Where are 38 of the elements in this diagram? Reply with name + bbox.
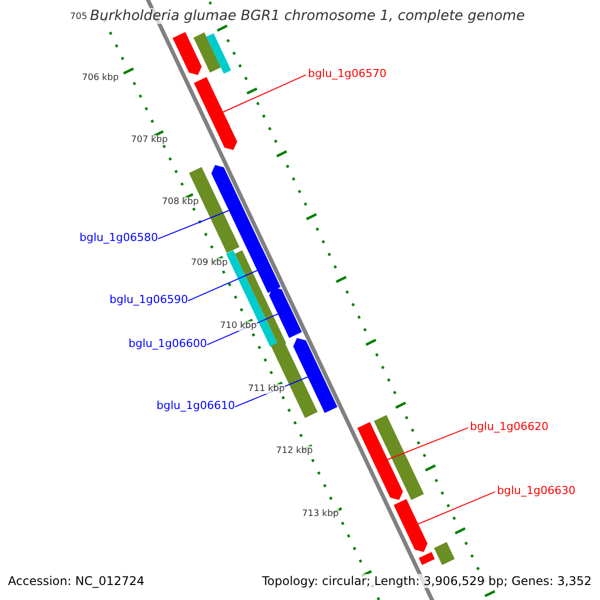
gene-label: bglu_1g06600 (128, 337, 207, 350)
gene-label: bglu_1g06570 (308, 67, 386, 80)
gene-bar (374, 415, 424, 500)
leader-line (188, 270, 258, 302)
scale-label: 711 kbp (248, 384, 285, 394)
gene-label: bglu_1g06610 (156, 399, 235, 412)
leader-line (387, 427, 468, 460)
summary-text: Topology: circular; Length: 3,906,529 bp; Genes: 3,352 (262, 574, 592, 588)
gene-bar (394, 499, 428, 552)
scale-label: 712 kbp (276, 446, 313, 456)
gene-bar (434, 542, 455, 565)
gene-bar (293, 338, 338, 413)
scale-label: 709 kbp (191, 258, 228, 268)
scale-label: 710 kbp (220, 321, 257, 331)
gene-bar (357, 422, 403, 500)
gene-label: bglu_1g06580 (80, 231, 158, 244)
gene-bar (194, 77, 238, 150)
scale-label: 705 (70, 12, 88, 22)
gene-bar (172, 32, 202, 75)
scale-label: 706 kbp (82, 73, 119, 83)
gene-bar (211, 165, 262, 253)
leader-line (158, 210, 230, 240)
gene-bar (269, 287, 302, 338)
gene-label: bglu_1g06620 (470, 420, 548, 433)
gene-bar (249, 245, 281, 293)
title: Burkholderia glumae BGR1 chromosome 1, complete genome (90, 8, 525, 24)
gene-bar (418, 552, 435, 565)
gene-bar (206, 33, 232, 74)
gene-bar (270, 340, 318, 418)
accession-text: Accession: NC_012724 (8, 574, 144, 588)
scale-label: 708 kbp (162, 197, 199, 207)
scale-label: 707 kbp (131, 135, 168, 145)
leader-line (222, 74, 306, 112)
leader-line (418, 491, 496, 524)
gene-label: bglu_1g06630 (497, 484, 576, 497)
scale-label: 713 kbp (302, 509, 339, 519)
gene-label: bglu_1g06590 (110, 293, 188, 306)
gene-bar (194, 32, 221, 73)
